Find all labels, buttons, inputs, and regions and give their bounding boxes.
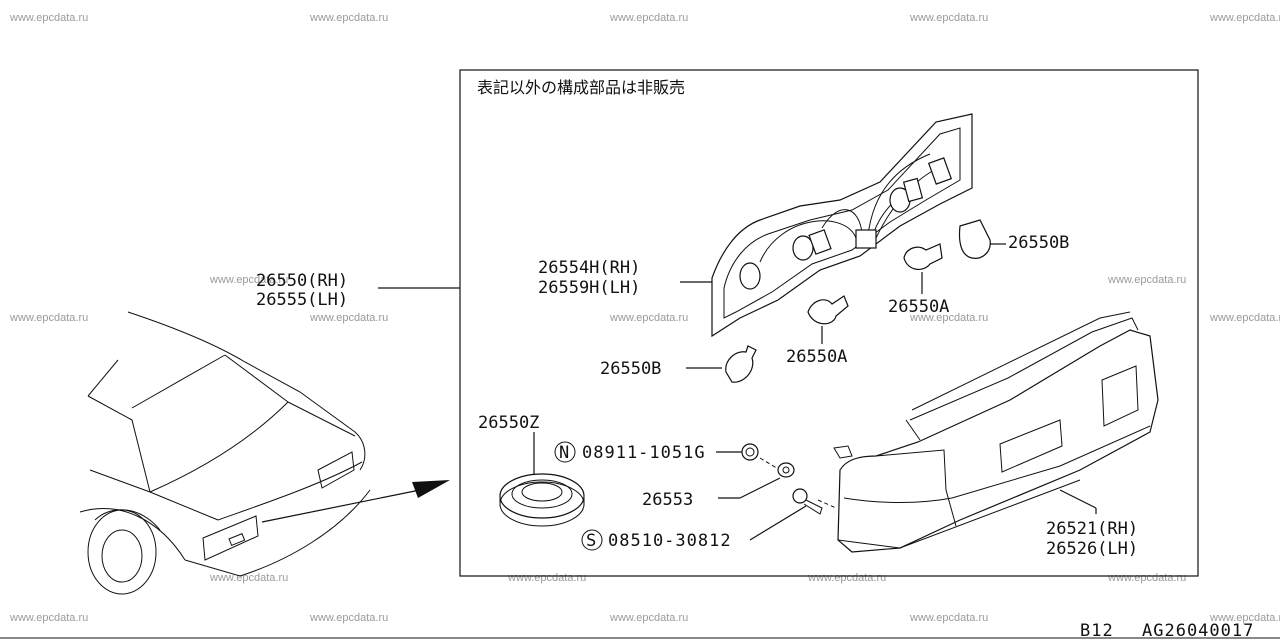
watermark: www.epcdata.ru [1107,572,1186,584]
watermark: www.epcdata.ru [807,572,886,584]
label-bulb-a-right: 26550A [888,297,949,317]
watermark: www.epcdata.ru [1209,12,1280,24]
lamp-housing-harness [711,113,973,338]
nut-prefix: N [559,443,569,463]
watermark: www.epcdata.ru [9,312,88,324]
nut-part [741,443,759,461]
nut-n-icon [554,441,576,463]
watermark: www.epcdata.ru [1107,274,1186,286]
watermark: www.epcdata.ru [309,12,388,24]
watermark: www.epcdata.ru [309,612,388,624]
watermark: www.epcdata.ru [1209,312,1280,324]
watermark: www.epcdata.ru [209,274,288,286]
watermark: www.epcdata.ru [909,12,988,24]
watermark: www.epcdata.ru [609,612,688,624]
label-seal: 26550Z [478,413,539,433]
washer-part [777,462,795,478]
detail-frame [459,69,1199,577]
watermark: www.epcdata.ru [909,312,988,324]
watermark: www.epcdata.ru [909,612,988,624]
watermark: www.epcdata.ru [309,312,388,324]
label-lens-lh: 26526(LH) [1046,539,1138,559]
seal-26550z [499,432,585,527]
watermark: www.epcdata.ru [507,572,586,584]
label-nut-code: 08911-1051G [582,443,706,463]
screw-s-icon [581,529,603,551]
watermark: www.epcdata.ru [209,572,288,584]
watermarks: www.epcdata.ru www.epcdata.ru www.epcdat… [9,12,1280,624]
label-bulb-a-mid: 26550A [786,347,847,367]
label-lens-rh: 26521(RH) [1046,519,1138,539]
rear-combination-lens [833,311,1159,553]
not-sold-note: 表記以外の構成部品は非販売 [477,78,685,97]
watermark: www.epcdata.ru [9,612,88,624]
label-screw-code: 08510-30812 [608,531,732,551]
label-harness-rh: 26554H(RH) [538,258,640,278]
bulb-26550a-mid [807,295,849,344]
label-assy-lh: 26555(LH) [256,290,348,310]
watermark: www.epcdata.ru [609,12,688,24]
bulb-26550b-left [686,345,757,383]
label-bulb-b-top: 26550B [1008,233,1069,253]
screw-prefix: S [586,531,596,551]
label-bulb-b-left: 26550B [600,359,661,379]
bulb-26550a-right [903,243,943,294]
watermark: www.epcdata.ru [9,12,88,24]
arrow-head-icon [412,480,450,498]
label-washer: 26553 [642,490,693,510]
screw-part [792,488,823,515]
label-assy-rh: 26550(RH) [256,271,348,291]
footer-page: B12 [1080,621,1114,640]
footer-code: AG26040017 [1142,621,1254,640]
label-harness-lh: 26559H(LH) [538,278,640,298]
watermark: www.epcdata.ru [609,312,688,324]
watermark: www.epcdata.ru [1209,612,1280,624]
car-rear-illustration [79,311,450,595]
bulb-26550b-top [958,219,1006,259]
